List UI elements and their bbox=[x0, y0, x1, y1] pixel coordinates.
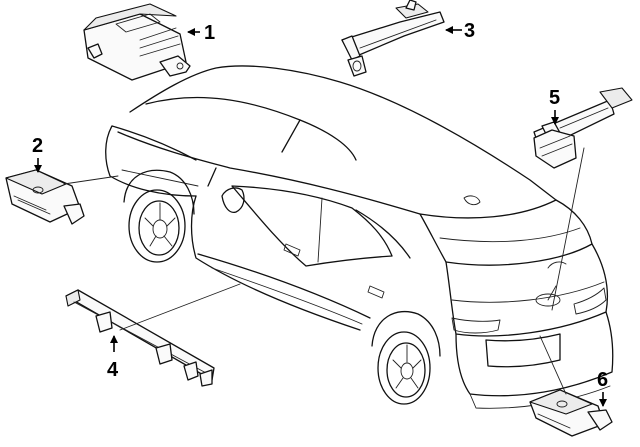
leader-5-to-vehicle bbox=[551, 147, 585, 311]
callout-1: 1 bbox=[187, 22, 215, 44]
callout-6-label: 6 bbox=[597, 369, 608, 391]
vehicle-illustration bbox=[105, 65, 614, 409]
callout-5: 5 bbox=[549, 87, 560, 125]
callout-1-label: 1 bbox=[204, 22, 215, 44]
leader-2-to-vehicle bbox=[63, 175, 119, 185]
callout-4: 4 bbox=[107, 335, 119, 381]
leader-door-to-emblem bbox=[547, 285, 557, 301]
callout-3-label: 3 bbox=[464, 20, 475, 42]
leader-4-to-vehicle bbox=[119, 283, 241, 331]
callout-6: 6 bbox=[597, 369, 608, 407]
leader-lines bbox=[63, 147, 585, 395]
leader-6-to-vehicle bbox=[539, 335, 567, 395]
part-6-module bbox=[529, 389, 613, 437]
part-2-module bbox=[5, 169, 85, 225]
callout-2: 2 bbox=[32, 135, 43, 173]
part-4-antenna-strip bbox=[65, 289, 215, 387]
callout-3: 3 bbox=[445, 20, 475, 42]
callout-4-label: 4 bbox=[107, 359, 119, 381]
part-3-sensor-bracket bbox=[341, 0, 445, 77]
callout-2-label: 2 bbox=[32, 135, 43, 157]
part-1-control-module bbox=[83, 3, 191, 81]
callout-5-label: 5 bbox=[549, 87, 560, 109]
part-5-sensor-strip bbox=[533, 87, 633, 169]
